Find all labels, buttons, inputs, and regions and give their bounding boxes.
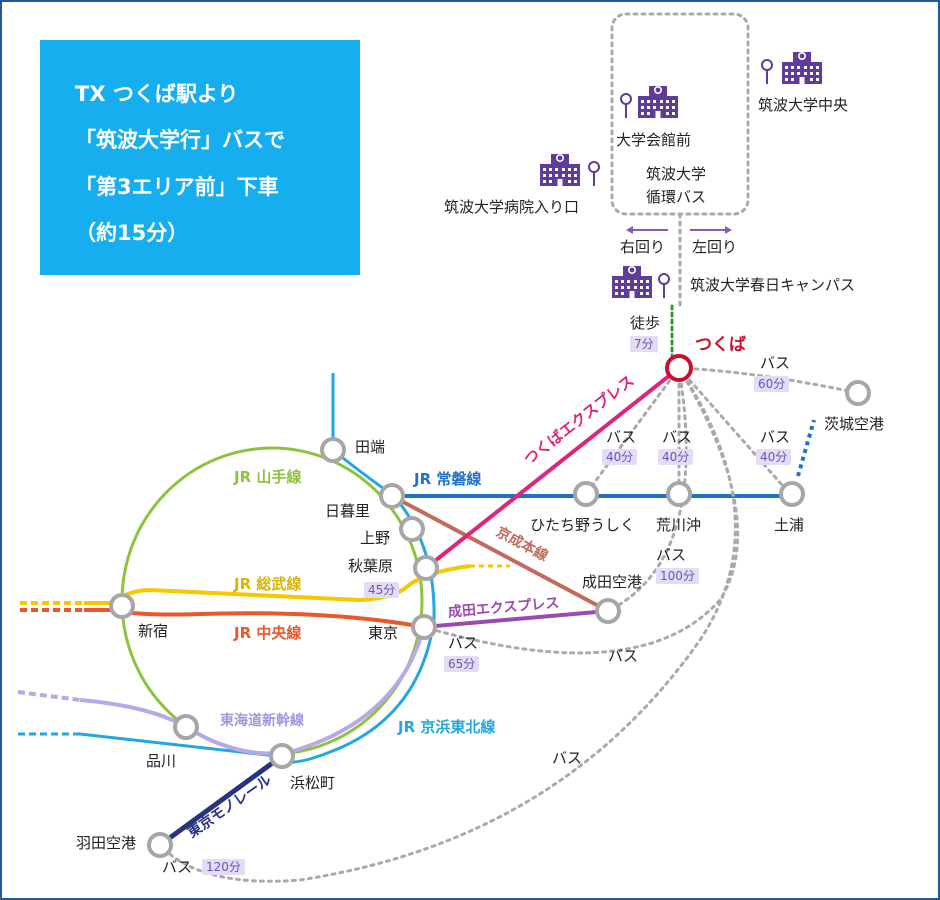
yamanote-label: JR 山手線 xyxy=(234,468,302,486)
bus-time-akihabara: 45分 xyxy=(364,582,400,598)
bus-time-haneda: 120分 xyxy=(202,859,245,875)
station-marker-tsuchiura xyxy=(779,481,805,507)
bus-label-airport: バス xyxy=(760,354,791,372)
station-marker-akihabara xyxy=(413,555,439,581)
tokaido-stub xyxy=(17,690,81,702)
bus-stop-icon-chuo xyxy=(761,59,773,85)
tsukuba-express-line xyxy=(424,366,681,570)
bus-time-tsuchiura: 40分 xyxy=(756,449,792,465)
left-loop-arrow xyxy=(690,226,732,234)
bus-time-tokyo: 65分 xyxy=(444,656,480,672)
bus-label-hitachino: バス xyxy=(606,428,637,446)
station-marker-shinjuku xyxy=(109,593,135,619)
station-label-ueno: 上野 xyxy=(360,529,391,547)
right-loop-label: 右回り xyxy=(620,238,666,256)
monorail-label: 東京モノレール xyxy=(184,771,274,841)
station-label-tokyo: 東京 xyxy=(368,624,399,642)
bus-time-narita: 100分 xyxy=(656,568,699,584)
info-line-3: 「第3エリア前」下車 xyxy=(75,175,279,199)
right-loop-arrow xyxy=(626,226,668,234)
station-label-arakawaoki: 荒川沖 xyxy=(656,516,702,534)
left-loop-label: 左回り xyxy=(692,238,738,256)
walk-label: 徒歩 xyxy=(630,314,661,332)
station-label-tsuchiura: 土浦 xyxy=(774,516,805,534)
narita-express-line xyxy=(423,609,609,629)
campus-hall-label: 大学会館前 xyxy=(616,131,692,149)
tokaido-label: 東海道新幹線 xyxy=(220,713,304,729)
university-building-icon-hospital xyxy=(540,154,580,186)
info-line-4: （約15分） xyxy=(75,221,189,245)
joban-stub xyxy=(796,419,816,477)
bus-time-airport: 60分 xyxy=(754,376,790,392)
station-marker-nippori xyxy=(379,483,405,509)
keihin-label: JR 京浜東北線 xyxy=(398,718,496,736)
university-building-icon-chuo xyxy=(782,52,822,84)
station-label-tsukuba: つくば xyxy=(695,335,746,355)
bus-routes xyxy=(158,366,860,883)
bus-label-tsuchiura: バス xyxy=(760,428,791,446)
bus-label-haneda-2: バス xyxy=(552,749,583,767)
station-label-hitachino: ひたち野うしく xyxy=(530,516,636,534)
bus-stop-icon-hall xyxy=(620,93,632,119)
bus-time-hitachino: 40分 xyxy=(602,449,638,465)
joban-label: JR 常磐線 xyxy=(414,470,482,488)
station-label-hamamatsucho: 浜松町 xyxy=(290,774,336,792)
bus-stop-icon-kasuga xyxy=(658,273,670,299)
bus-label-tokyo-2: バス xyxy=(608,647,639,665)
campus-chuo-label: 筑波大学中央 xyxy=(758,96,849,114)
campus-hospital-label: 筑波大学病院入り口 xyxy=(444,198,580,216)
bus-label-arakawaoki: バス xyxy=(662,428,693,446)
sobu-line xyxy=(84,564,471,605)
kasuga-label: 筑波大学春日キャンパス xyxy=(690,276,856,294)
station-label-nippori: 日暮里 xyxy=(325,502,371,520)
station-marker-narita xyxy=(595,598,621,624)
station-label-shinjuku: 新宿 xyxy=(138,622,169,640)
university-building-icon-hall xyxy=(638,86,678,118)
station-marker-tsukuba xyxy=(665,354,693,382)
station-marker-shinagawa xyxy=(173,714,199,740)
walk-time-badge: 7分 xyxy=(630,336,658,352)
station-label-haneda: 羽田空港 xyxy=(76,834,137,852)
station-label-narita: 成田空港 xyxy=(582,573,643,591)
bus-label-tokyo: バス xyxy=(448,634,479,652)
tokyo-monorail-line xyxy=(158,753,284,848)
campus-loop-box xyxy=(610,12,750,216)
station-label-akihabara: 秋葉原 xyxy=(348,557,394,575)
station-label-ibaraki-airport: 茨城空港 xyxy=(824,415,885,433)
keisei-line xyxy=(391,494,609,613)
bus-label-haneda: バス xyxy=(162,858,193,876)
station-marker-tokyo xyxy=(411,614,437,640)
station-marker-ibaraki-airport xyxy=(845,380,871,406)
university-building-icon-kasuga xyxy=(612,266,652,298)
station-marker-arakawaoki xyxy=(666,481,692,507)
station-marker-hamamatsucho xyxy=(269,743,295,769)
station-marker-ueno xyxy=(399,516,425,542)
station-markers xyxy=(109,380,871,858)
station-label-shinagawa: 品川 xyxy=(146,752,177,770)
station-marker-tabata xyxy=(320,437,346,463)
station-label-tabata: 田端 xyxy=(355,438,386,456)
station-marker-haneda xyxy=(147,832,173,858)
bus-label-narita: バス xyxy=(656,546,687,564)
tokaido-shinkansen-line xyxy=(79,625,426,756)
station-marker-hitachino xyxy=(573,481,599,507)
info-box: TX つくば駅より 「筑波大学行」バスで 「第3エリア前」下車 （約15分） xyxy=(40,40,360,275)
bus-stop-icon-hospital xyxy=(588,161,600,187)
bus-time-arakawaoki: 40分 xyxy=(658,449,694,465)
sobu-label: JR 総武線 xyxy=(234,575,302,593)
loop-bus-label-1: 筑波大学 xyxy=(646,165,707,183)
chuo-label: JR 中央線 xyxy=(234,624,302,642)
loop-bus-label-2: 循環バス xyxy=(646,188,707,206)
info-line-1: TX つくば駅より xyxy=(75,82,239,106)
info-line-2: 「筑波大学行」バスで xyxy=(75,128,285,152)
